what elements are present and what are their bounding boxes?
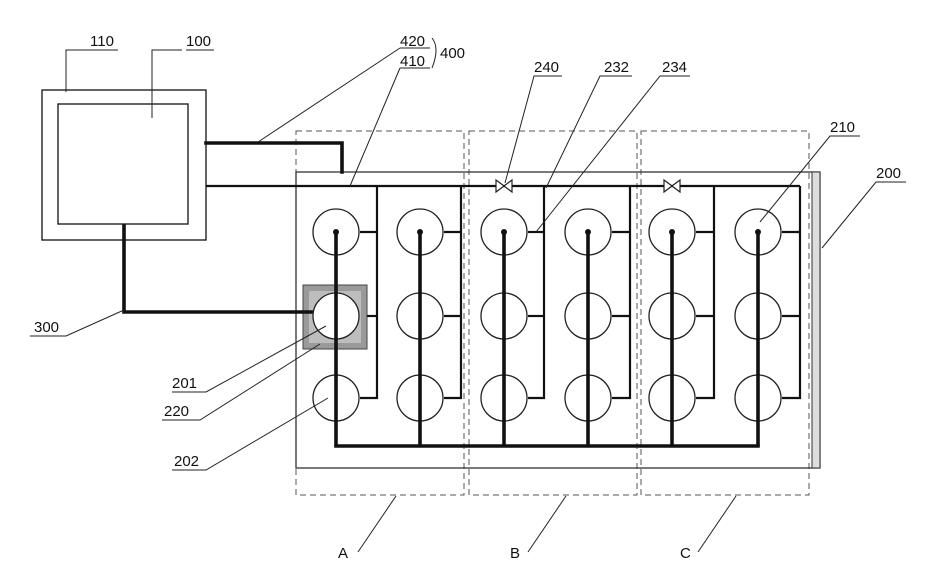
branch-a2 [444, 186, 461, 398]
leader-420 [258, 48, 400, 142]
label-300: 300 [34, 319, 59, 336]
leader-b [528, 496, 566, 552]
dot [755, 229, 761, 235]
valve-240-c [664, 180, 680, 192]
leader-c [698, 496, 736, 552]
dot [669, 229, 675, 235]
label-110: 110 [90, 33, 114, 50]
label-201: 201 [172, 375, 197, 392]
dot [585, 229, 591, 235]
label-410: 410 [400, 53, 425, 70]
label-220: 220 [164, 403, 189, 420]
valve-240-b [496, 180, 512, 192]
label-100: 100 [186, 33, 211, 50]
label-232: 232 [604, 59, 629, 76]
label-234: 234 [662, 59, 687, 76]
leader-240 [505, 76, 560, 183]
leader-a [358, 496, 396, 552]
label-240: 240 [534, 59, 559, 76]
leader-410 [350, 68, 400, 186]
label-200: 200 [876, 165, 901, 182]
controller-100 [58, 104, 188, 224]
dot [501, 229, 507, 235]
branch-b1 [528, 186, 544, 398]
leader-210 [760, 136, 860, 222]
leader-400-brace [432, 38, 436, 68]
dot [333, 229, 339, 235]
zone-label-a: A [338, 545, 348, 562]
leader-232 [546, 76, 630, 188]
zone-label-b: B [510, 545, 520, 562]
branch-c2 [782, 186, 800, 398]
pipe-420 [206, 143, 342, 172]
return-risers [336, 232, 758, 446]
leader-234 [536, 76, 690, 232]
dot [417, 229, 423, 235]
label-400: 400 [440, 45, 465, 62]
label-210: 210 [830, 119, 855, 136]
leader-200 [822, 182, 906, 248]
branch-b2 [612, 186, 630, 398]
zone-label-c: C [680, 545, 691, 562]
branch-c1 [696, 186, 714, 398]
label-420: 420 [400, 33, 425, 50]
leader-110 [66, 50, 90, 92]
label-202: 202 [174, 453, 199, 470]
panel-200-edge [812, 172, 820, 468]
